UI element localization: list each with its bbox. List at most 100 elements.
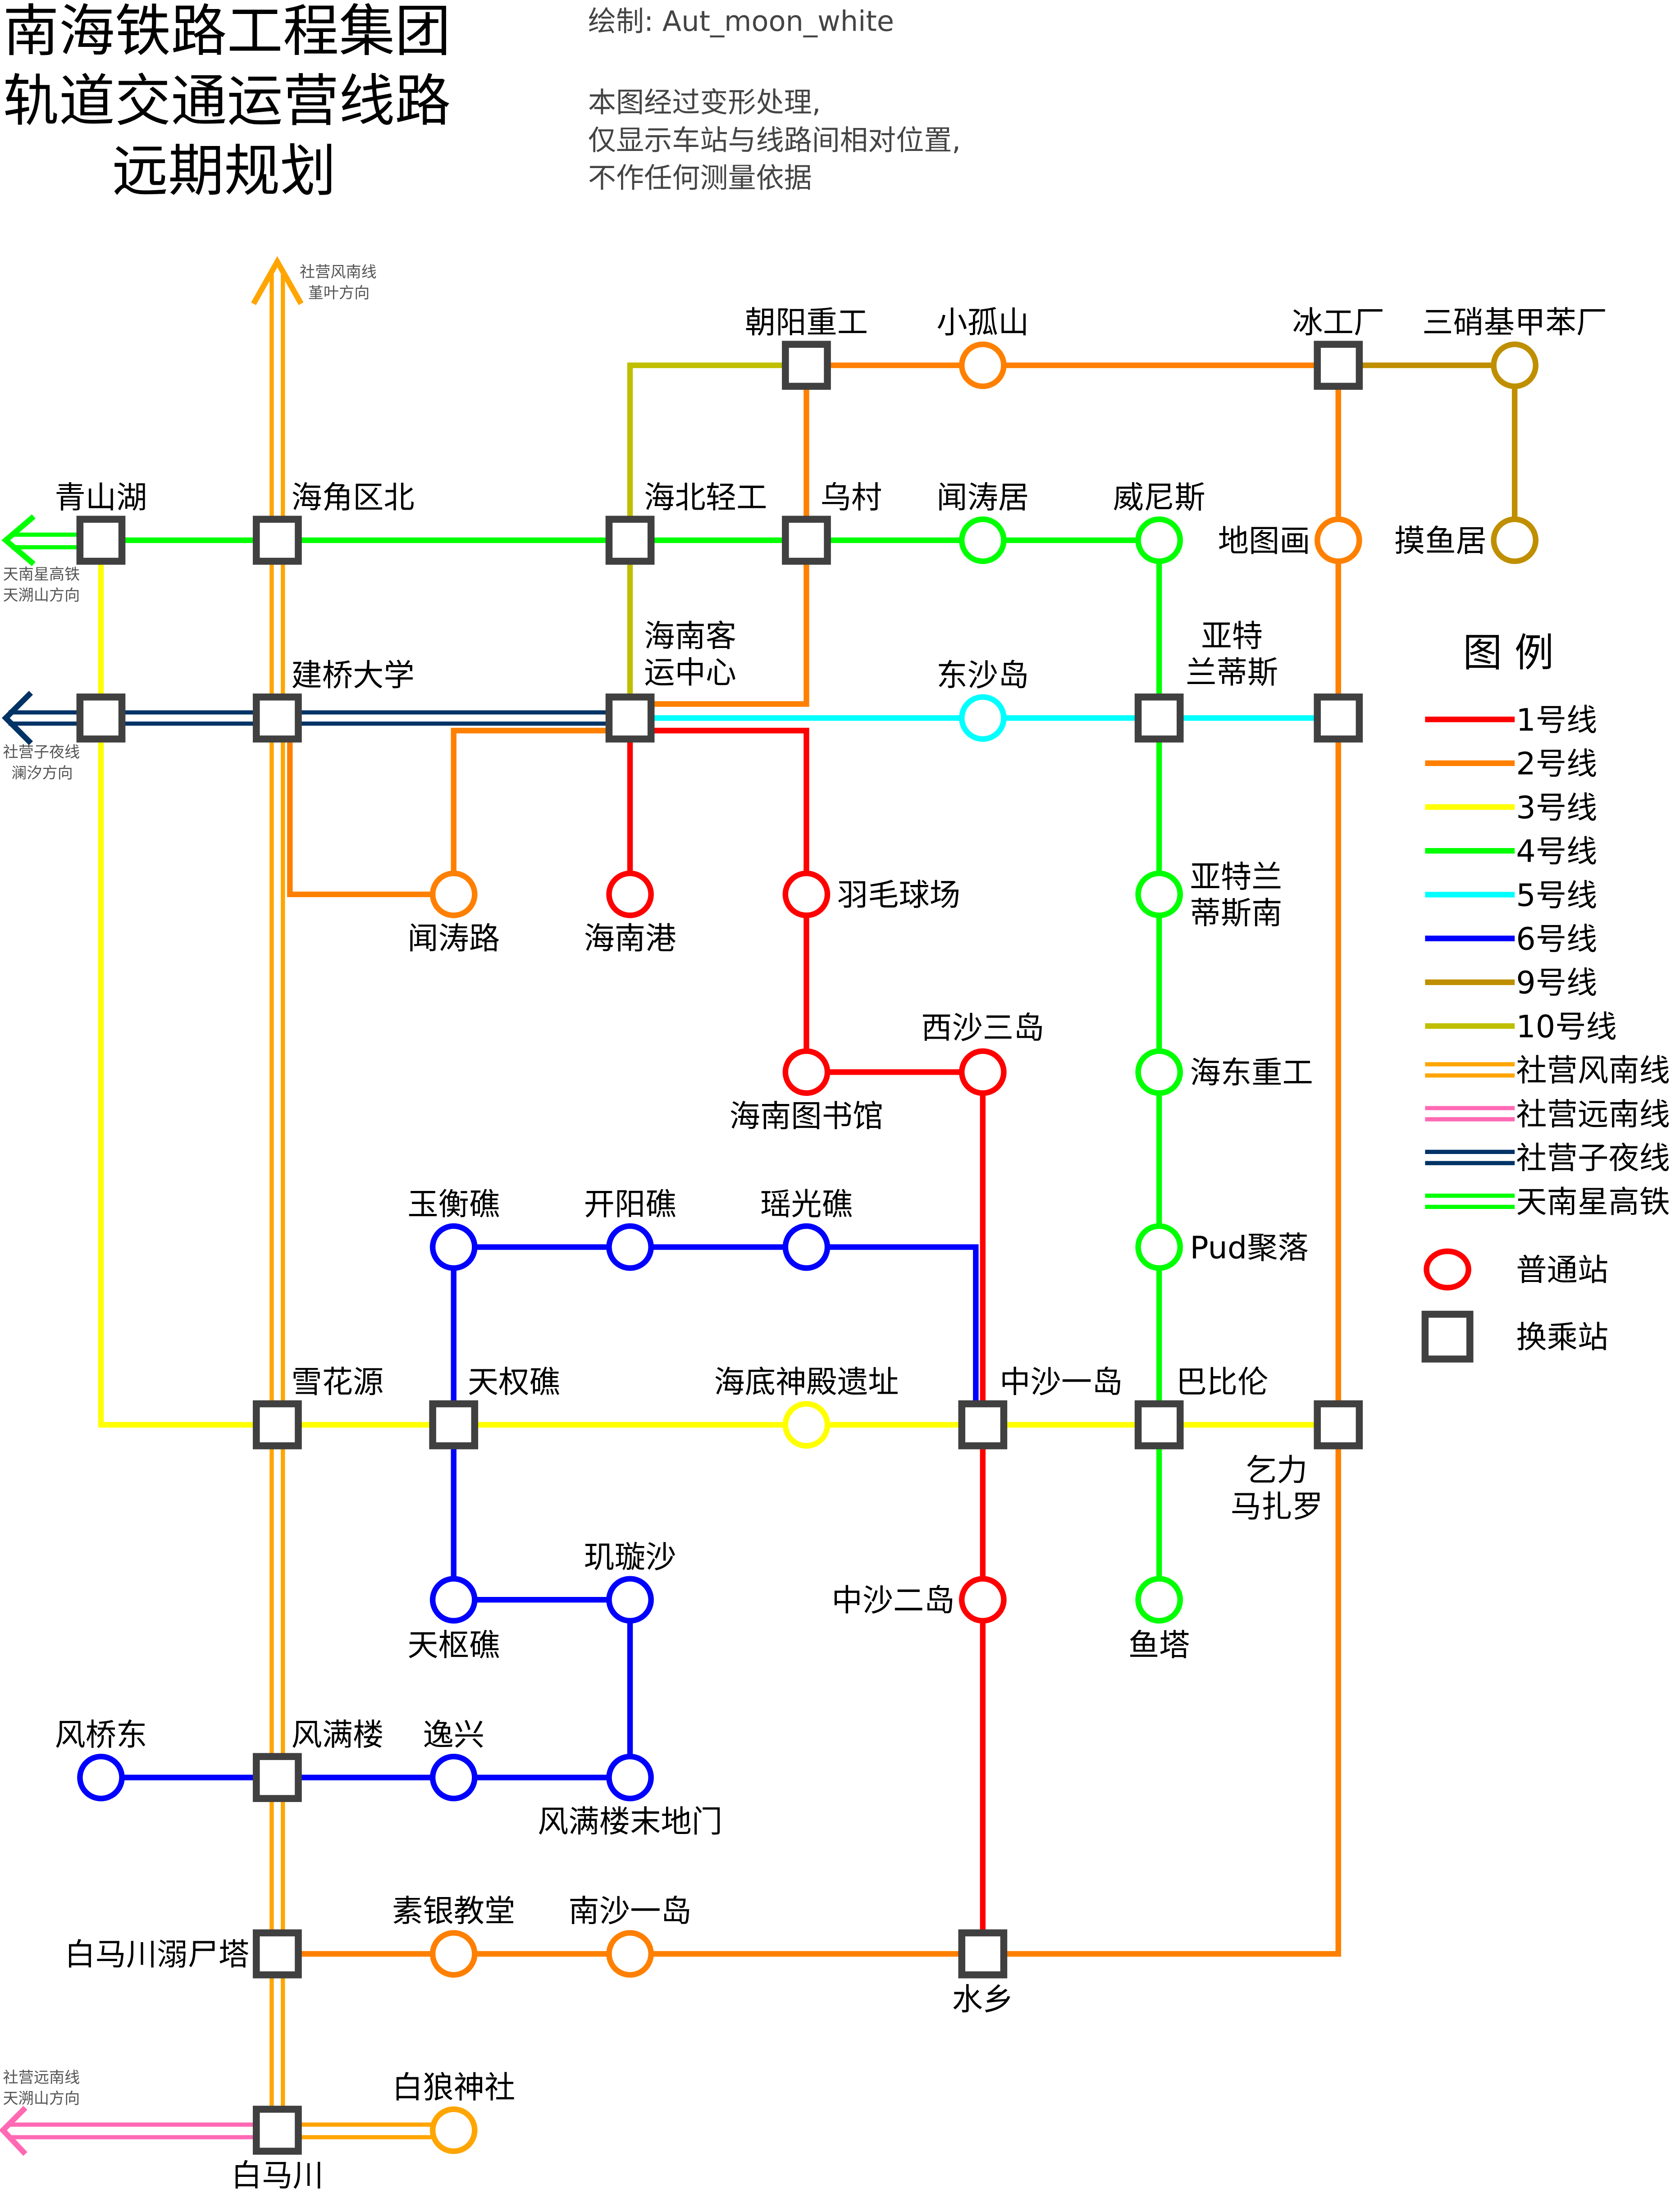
station-ditouhua[interactable]: 地图画 [1218, 516, 1362, 564]
station-binggongchang[interactable]: 冰工厂 [1292, 305, 1384, 390]
station-suyinjiaotang[interactable]: 素银教堂 [392, 1894, 515, 1978]
regular-station-icon[interactable] [606, 1576, 654, 1624]
station-xiaogushan[interactable]: 小孤山 [936, 305, 1029, 389]
station-chaoyangzhonggong[interactable]: 朝阳重工 [745, 305, 868, 390]
station-haibeiqinggong[interactable]: 海北轻工 [605, 480, 767, 565]
transfer-station-icon[interactable] [782, 341, 831, 390]
regular-station-icon[interactable] [782, 1401, 831, 1449]
transfer-station-icon[interactable] [252, 1929, 302, 1979]
station-bailangshenshe[interactable]: 白狼神社 [392, 2070, 515, 2154]
station-baimachuan_nishita[interactable]: 白马川溺尸塔 [64, 1929, 302, 1979]
station-wucun[interactable]: 乌村 [782, 480, 882, 565]
transfer-station-icon[interactable] [605, 515, 655, 565]
station-qingshanhu_s[interactable] [76, 693, 126, 743]
station-xuehuayuan[interactable]: 雪花源 [252, 1365, 384, 1450]
transfer-station-icon[interactable] [605, 693, 655, 743]
station-fengmanloumo[interactable]: 风满楼末地门 [538, 1753, 722, 1840]
regular-station-icon[interactable] [429, 2106, 478, 2154]
station-baimachuan[interactable]: 白马川 [231, 2106, 324, 2194]
station-yuta[interactable]: 鱼塔 [1128, 1576, 1190, 1664]
station-babilun[interactable]: 巴比伦 [1134, 1365, 1269, 1450]
regular-station-icon[interactable] [429, 1576, 478, 1624]
regular-station-icon[interactable] [959, 694, 1007, 742]
regular-station-icon[interactable] [429, 1223, 478, 1271]
station-xishasandao[interactable]: 西沙三岛 [921, 1011, 1044, 1096]
regular-station-icon[interactable] [959, 516, 1007, 564]
transfer-station-icon[interactable] [429, 1400, 479, 1450]
station-sanxiao[interactable]: 三硝基甲苯厂 [1422, 305, 1607, 389]
regular-station-icon[interactable] [429, 1753, 478, 1802]
regular-station-icon[interactable] [782, 1048, 831, 1096]
station-fengqiaodong[interactable]: 风桥东 [55, 1717, 147, 1802]
transfer-station-icon[interactable] [1314, 341, 1363, 390]
regular-station-icon[interactable] [959, 1048, 1007, 1096]
station-moyuju[interactable]: 摸鱼居 [1394, 516, 1538, 564]
station-weinisi[interactable]: 威尼斯 [1113, 480, 1205, 564]
transfer-station-icon[interactable] [1314, 1400, 1363, 1450]
regular-station-icon[interactable] [1135, 1223, 1183, 1271]
station-tianquanjiao[interactable]: 天权礁 [429, 1365, 560, 1450]
regular-station-icon[interactable] [1491, 341, 1538, 389]
regular-station-icon[interactable] [429, 870, 478, 918]
regular-station-icon[interactable] [782, 870, 831, 918]
station-zhongshayidao[interactable]: 中沙一岛 [958, 1365, 1123, 1450]
station-yuhengjiao[interactable]: 玉衡礁 [407, 1187, 500, 1271]
regular-station-icon[interactable] [1135, 516, 1183, 564]
station-tianshujiao[interactable]: 天枢礁 [407, 1576, 500, 1664]
transfer-station-icon[interactable] [1314, 693, 1363, 743]
station-jixuansha[interactable]: 玑璇沙 [584, 1540, 676, 1624]
transfer-station-icon[interactable] [252, 2106, 302, 2155]
transfer-station-icon[interactable] [252, 1400, 302, 1450]
regular-station-icon[interactable] [1314, 516, 1362, 564]
regular-station-icon[interactable] [782, 1223, 831, 1271]
station-hainantushuguan[interactable]: 海南图书馆 [730, 1048, 884, 1135]
station-haijiaoqubei[interactable]: 海角区北 [252, 480, 415, 565]
station-pud[interactable]: Pud聚落 [1135, 1223, 1309, 1271]
regular-station-icon[interactable] [1135, 1048, 1183, 1096]
station-yaoguangjiao[interactable]: 瑶光礁 [760, 1187, 853, 1271]
transfer-station-icon[interactable] [252, 1753, 302, 1802]
station-fengmanlou[interactable]: 风满楼 [252, 1717, 384, 1802]
station-hainangang[interactable]: 海南港 [584, 870, 676, 957]
station-yixing[interactable]: 逸兴 [423, 1717, 484, 1802]
station-wentaoju[interactable]: 闻涛居 [936, 480, 1029, 564]
line-10 [627, 362, 807, 718]
station-haidishendian[interactable]: 海底神殿遗址 [714, 1365, 899, 1449]
regular-station-icon[interactable] [606, 1223, 654, 1271]
transfer-station-icon[interactable] [1134, 1400, 1184, 1450]
station-zhongshaerdao[interactable]: 中沙二岛 [831, 1576, 1007, 1624]
station-haidongzhonggong[interactable]: 海东重工 [1135, 1048, 1313, 1096]
station-shuixiang[interactable]: 水乡 [952, 1929, 1013, 2018]
station-wentaolu[interactable]: 闻涛路 [407, 870, 500, 957]
regular-station-icon[interactable] [606, 870, 654, 918]
transfer-station-icon[interactable] [76, 693, 126, 743]
station-dongshadao[interactable]: 东沙岛 [936, 658, 1029, 742]
transfer-station-icon[interactable] [252, 515, 302, 565]
regular-station-icon[interactable] [77, 1753, 125, 1802]
regular-station-icon[interactable] [959, 341, 1007, 389]
station-label: 西沙三岛 [921, 1011, 1044, 1046]
regular-station-icon[interactable] [429, 1930, 478, 1978]
station-qingshanhu[interactable]: 青山湖 [55, 480, 147, 565]
transfer-station-icon[interactable] [1134, 693, 1184, 743]
station-kaiyangjiao[interactable]: 开阳礁 [584, 1187, 676, 1271]
regular-station-icon[interactable] [959, 1576, 1007, 1624]
transfer-station-icon[interactable] [958, 1400, 1008, 1450]
regular-station-icon[interactable] [1491, 516, 1538, 564]
regular-station-icon[interactable] [1135, 1576, 1183, 1624]
station-jianqiao[interactable]: 建桥大学 [252, 658, 415, 743]
transfer-station-icon[interactable] [76, 515, 126, 565]
regular-station-icon[interactable] [606, 1753, 654, 1802]
transfer-station-icon[interactable] [782, 515, 831, 565]
station-yumaoqiuchang[interactable]: 羽毛球场 [782, 870, 960, 918]
regular-station-icon[interactable] [1135, 870, 1183, 918]
station-nanshayidao[interactable]: 南沙一岛 [568, 1894, 692, 1978]
transfer-station-icon[interactable] [958, 1929, 1008, 1979]
transfer-station-icon[interactable] [252, 693, 302, 743]
station-east_513[interactable] [1314, 693, 1363, 743]
regular-station-icon[interactable] [606, 1930, 654, 1978]
